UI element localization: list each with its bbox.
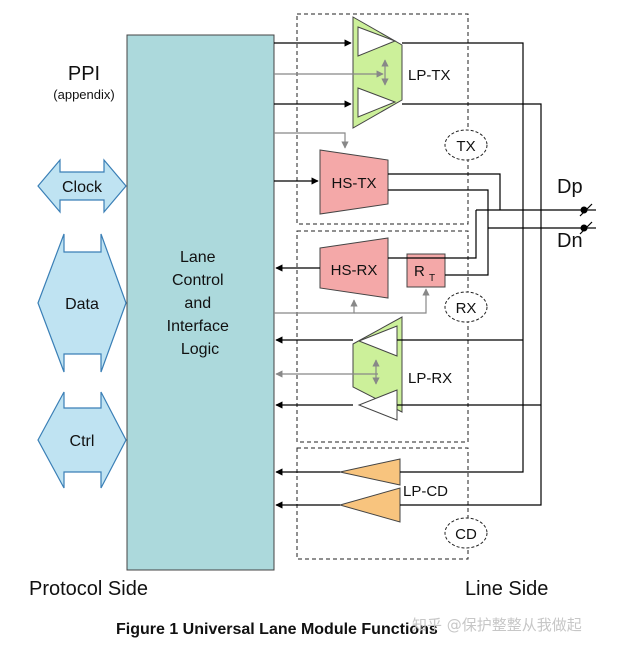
ctrl-label: Ctrl <box>70 433 95 450</box>
lp-rx-label: LP-RX <box>408 370 452 387</box>
hs-tx-block <box>319 149 389 215</box>
lp-tx-buffer-bottom-icon <box>357 87 397 118</box>
rt-label: R <box>414 263 425 280</box>
hs-rx-label: HS-RX <box>331 262 378 279</box>
cd-ellipse <box>444 517 488 549</box>
lp-rx-buffer-top-icon <box>357 325 398 357</box>
lane-control-line5: Logic <box>181 341 219 358</box>
lane-control-line2: Control <box>172 272 224 289</box>
dp-label: Dp <box>557 176 583 198</box>
lp-cd-label: LP-CD <box>403 483 448 500</box>
ctrl-arrow <box>37 391 127 489</box>
rt-sub-label: T <box>429 273 435 284</box>
svg-text:Lane Control and I: Lane Control and Interface Logic <box>167 249 234 358</box>
dn-label: Dn <box>557 230 583 252</box>
protocol-side-label: Protocol Side <box>29 578 148 600</box>
rx-ellipse <box>444 291 488 323</box>
rx-group-label: RX <box>456 300 477 317</box>
tx-group-label: TX <box>456 138 475 155</box>
data-label: Data <box>65 296 99 313</box>
hs-tx-label: HS-TX <box>332 175 377 192</box>
cd-group-box <box>296 447 469 560</box>
clock-label: Clock <box>62 179 103 196</box>
cd-group-label: CD <box>455 526 477 543</box>
connection-lines <box>274 39 584 509</box>
ppi-title: PPI <box>68 63 100 85</box>
line-side-label: Line Side <box>465 578 548 600</box>
rt-block <box>406 253 446 288</box>
lane-control-line4: Interface <box>167 318 229 335</box>
lp-cd-block-bottom <box>338 487 401 523</box>
lane-control-line1: Lane <box>180 249 216 266</box>
lp-cd-block-top <box>339 458 401 486</box>
ppi-subtitle: (appendix) <box>53 87 114 102</box>
hs-rx-block <box>319 237 389 299</box>
data-arrow <box>37 233 127 373</box>
tx-group-box <box>296 13 469 225</box>
figure-caption: Figure 1 Universal Lane Module Functions <box>116 621 438 638</box>
watermark: 知乎 @保护整整从我做起 <box>412 616 582 634</box>
rx-group-box <box>296 230 469 443</box>
lp-tx-label: LP-TX <box>408 67 451 84</box>
lane-control-line3: and <box>184 295 211 312</box>
lane-control-block <box>126 34 275 571</box>
lp-tx-buffer-top-icon <box>357 26 397 57</box>
clock-arrow <box>37 158 127 214</box>
tx-ellipse <box>444 129 488 161</box>
